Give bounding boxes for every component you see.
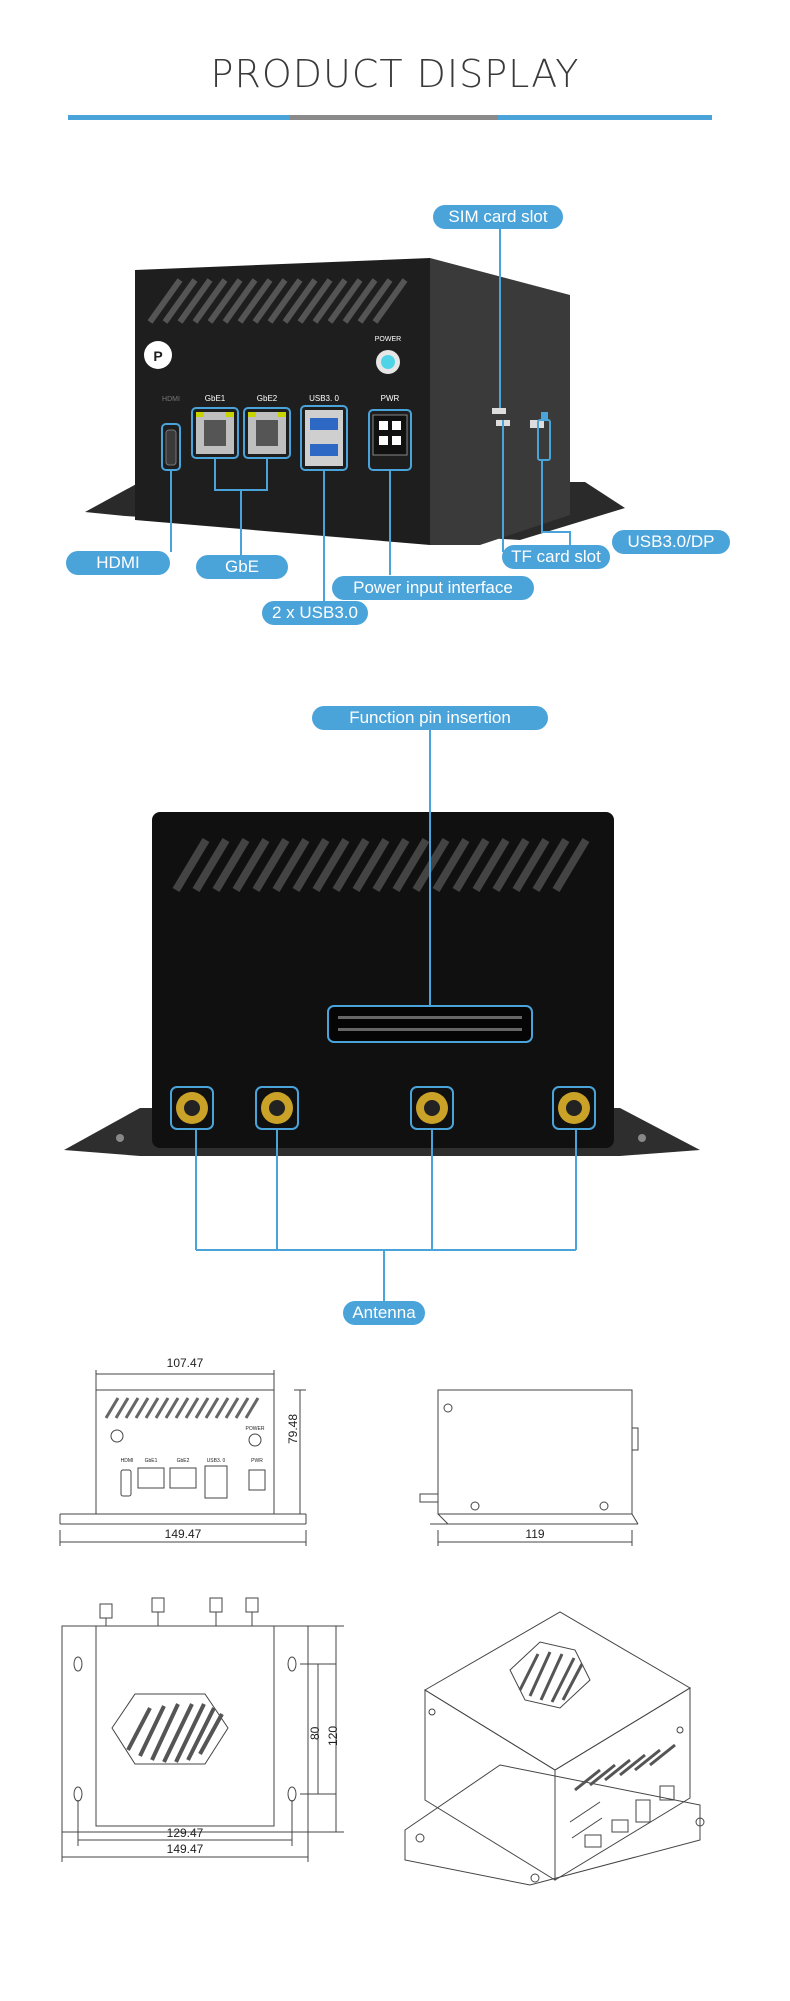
drawing-label-pwr: PWR [251,1458,263,1464]
callout-sim-card-slot: SIM card slot [433,205,563,229]
dim-front-height: 79.48 [286,1413,300,1444]
label-gbe1: GbE1 [204,394,226,403]
callout-usb: 2 x USB3.0 [262,601,368,625]
callout-function-pin-insertion: Function pin insertion [312,706,548,730]
dim-front-width: 107.47 [166,1356,204,1370]
label-power: POWER [374,336,402,343]
title-underline-left [68,115,290,120]
drawing-label-gbe2: GbE2 [176,1458,190,1464]
title-underline-middle [290,115,498,120]
drawing-label-gbe1: GbE1 [144,1458,158,1464]
svg-text:P: P [153,348,162,364]
dim-front-base: 149.47 [164,1527,202,1541]
callout-usb-dp: USB3.0/DP [612,530,730,554]
label-pwr: PWR [380,394,400,403]
drawing-label-usb: USB3. 0 [206,1458,226,1464]
dim-side-width: 119 [525,1527,545,1541]
callout-hdmi: HDMI [66,551,170,575]
callout-gbe: GbE [196,555,288,579]
dim-top-inner: 80 [308,1726,322,1740]
drawing-label-power: POWER [245,1426,265,1432]
dim-top-outer: 120 [326,1725,340,1746]
dim-top-w1: 129.47 [166,1826,204,1840]
brand-logo [144,341,172,369]
page-title: PRODUCT DISPLAY [210,52,580,96]
label-hdmi: HDMI [162,396,180,403]
callout-power-input: Power input interface [332,576,534,600]
label-gbe2: GbE2 [256,394,278,403]
title-underline-right [498,115,712,120]
drawing-label-hdmi: HDMI [120,1458,134,1464]
callout-tf-card-slot: TF card slot [502,545,610,569]
front-view-illustration: P [85,228,625,605]
dim-top-w2: 149.47 [166,1842,204,1856]
label-usb: USB3. 0 [309,394,339,403]
callout-antenna: Antenna [343,1301,425,1325]
rear-view-illustration [64,730,700,1302]
